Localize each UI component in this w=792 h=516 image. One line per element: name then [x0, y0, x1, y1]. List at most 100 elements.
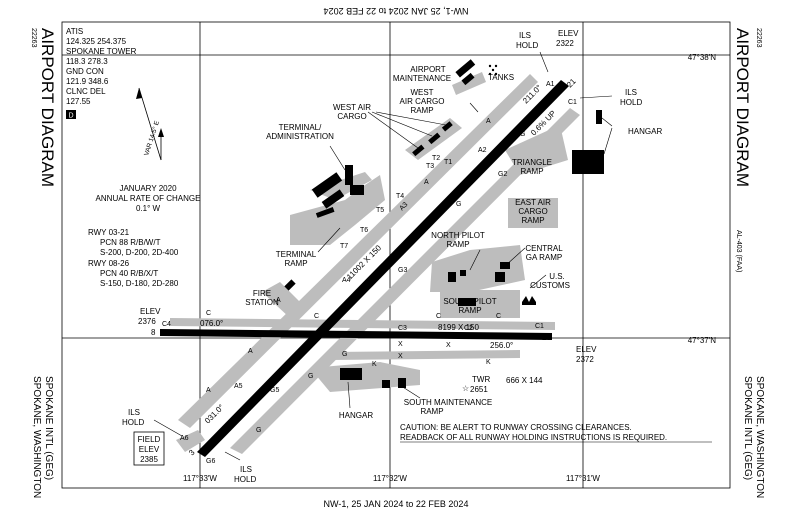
- triangle-ramp-1: TRIANGLE: [512, 158, 552, 167]
- rwy-0826-dims: 8199 X 150: [438, 323, 479, 332]
- twy-c4: C4: [162, 321, 171, 328]
- maintenance-pavement: [452, 72, 486, 95]
- twy-x-3: X: [446, 342, 451, 349]
- title-right: AIRPORT DIAGRAM: [733, 28, 752, 187]
- lon-mid-label: 117°32′W: [373, 474, 407, 483]
- twy-g6: G6: [206, 458, 215, 465]
- twy-a4: A4: [342, 277, 351, 284]
- field-elev-value: 2385: [140, 455, 158, 464]
- hangar-north-small: [596, 110, 602, 124]
- hdg-076: 076.0°: [200, 319, 223, 328]
- central-ga-bldg-1: [500, 262, 510, 269]
- east-cargo-1: EAST AIR: [515, 198, 551, 207]
- twy-k-2: K: [486, 359, 491, 366]
- maint-label-1: AIRPORT: [410, 65, 446, 74]
- maintenance-bldg-1: [455, 59, 476, 78]
- rwy1-load: S-200, D-200, 2D-400: [100, 248, 179, 257]
- cargo-bldg-2: [428, 132, 441, 145]
- central-ga-bldg-2: [495, 272, 505, 282]
- lat-mid-label: 47°37′N: [688, 336, 716, 345]
- fire-station-1: FIRE: [253, 289, 271, 298]
- twr-label: TWR: [472, 375, 490, 384]
- maintenance-bldg-2: [461, 72, 475, 86]
- top-banner: NW-1, 25 JAN 2024 to 22 FEB 2024: [324, 6, 469, 16]
- gnd-freq: 121.9 348.6: [66, 77, 109, 86]
- west-cargo-ramp-2: AIR CARGO: [400, 97, 445, 106]
- rwy2-load: S-150, D-180, 2D-280: [100, 279, 179, 288]
- tower-icon: ☆: [462, 384, 469, 393]
- lon-right-label: 117°31′W: [566, 474, 600, 483]
- leader-lines: [153, 51, 613, 461]
- twy-t6: T6: [360, 227, 368, 234]
- north-pilot-bldg-2: [460, 270, 466, 276]
- twy-a5: A5: [234, 383, 243, 390]
- terminal-apron: [310, 172, 372, 200]
- north-pilot-2: RAMP: [446, 240, 469, 249]
- central-ga-1: CENTRAL: [525, 244, 563, 253]
- east-cargo-3: RAMP: [521, 216, 544, 225]
- chart-number-right: 22263: [755, 28, 762, 48]
- twy-a-3: A: [276, 297, 281, 304]
- rwy1-pcn: PCN 88 R/B/W/T: [100, 238, 161, 247]
- terminal-ramp-2: RAMP: [284, 259, 307, 268]
- terminal-bldg-5: [315, 207, 335, 218]
- north-pilot-1: NORTH PILOT: [431, 231, 485, 240]
- south-pilot-1: SOUTH PILOT: [443, 297, 496, 306]
- twr-value: 2651: [470, 385, 488, 394]
- twy-c-2: C: [314, 313, 319, 320]
- north-arrow-icon: [136, 87, 164, 161]
- north-pilot-bldg-1: [448, 272, 456, 282]
- twy-a2: A2: [478, 147, 487, 154]
- runway-08-26: [160, 329, 552, 340]
- twy-g2: G2: [498, 171, 507, 178]
- clnc-freq: 127.55: [66, 97, 91, 106]
- terminal-admin-1: TERMINAL/: [279, 123, 322, 132]
- north-pilot-pavement: [430, 245, 525, 292]
- twy-c1: C1: [535, 323, 544, 330]
- twy-k-1: K: [372, 361, 377, 368]
- twy-c-1: C: [206, 310, 211, 317]
- change-rate: 0.1° W: [136, 204, 161, 213]
- ils-hold-left-line1: ILS: [128, 408, 140, 417]
- taxiway-a4-stub: [262, 282, 306, 318]
- west-air-cargo-2: CARGO: [337, 112, 366, 121]
- south-pilot-2: RAMP: [458, 306, 481, 315]
- hangar-north-label: HANGAR: [628, 127, 662, 136]
- twy-g-5: G: [256, 427, 261, 434]
- twy-c-4: C: [496, 313, 501, 320]
- outer-frame: [61, 21, 731, 489]
- atis-freq: 124.325 254.375: [66, 37, 127, 46]
- al-number: AL-403 (FAA): [735, 230, 742, 272]
- twy-g-3: G: [342, 351, 347, 358]
- twy-x-1: X: [398, 341, 403, 348]
- lat-top-label: 47°38′N: [688, 53, 716, 62]
- twy-a-4: A: [248, 348, 253, 355]
- runway-03-21: [197, 80, 569, 457]
- hangar-south-label: HANGAR: [339, 411, 373, 420]
- tower-freq: 118.3 278.3: [66, 57, 108, 66]
- twy-a6: A6: [180, 435, 189, 442]
- atis-label: ATIS: [66, 27, 83, 36]
- ils-hold-bottom-line2: HOLD: [234, 475, 256, 484]
- crossrwy-dims: 666 X 144: [506, 376, 543, 385]
- terminal-bldg-1: [311, 172, 343, 198]
- field-elev-box: [133, 431, 165, 466]
- pavement: [170, 72, 580, 454]
- tanks-label: TANKS: [488, 73, 514, 82]
- south-maint-1: SOUTH MAINTENANCE: [404, 398, 492, 407]
- twy-a-2: A: [424, 179, 429, 186]
- twy-a-5: A: [206, 387, 211, 394]
- maint-label-2: MAINTENANCE: [393, 74, 451, 83]
- rwy2-label: RWY 08-26: [88, 259, 130, 268]
- south-pilot-bldg: [458, 298, 476, 306]
- twy-c2: C2: [464, 325, 473, 332]
- location-right: SPOKANE, WASHINGTON: [754, 376, 765, 498]
- title-left: AIRPORT DIAGRAM: [38, 28, 57, 187]
- d-badge: D: [68, 113, 73, 120]
- south-maint-pavement: [310, 362, 420, 392]
- tower-label: SPOKANE TOWER: [66, 47, 137, 56]
- west-cargo-ramp-3: RAMP: [410, 106, 433, 115]
- chart-number-left: 22263: [30, 28, 37, 48]
- ils-hold-right-line1: ILS: [625, 88, 637, 97]
